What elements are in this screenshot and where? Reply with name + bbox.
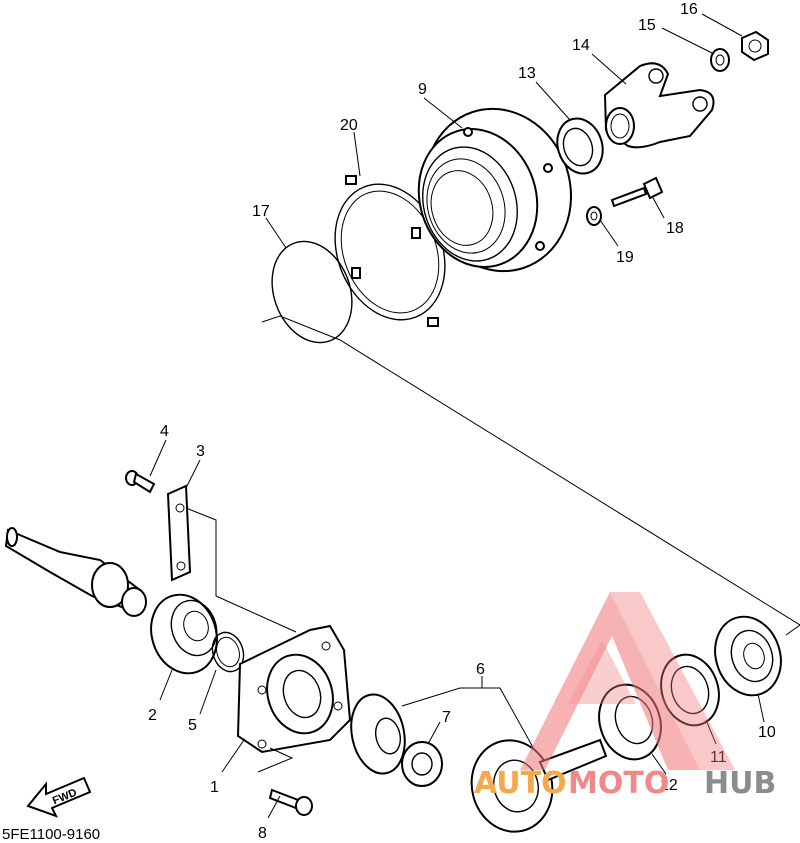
callout-12: 12 [660,777,678,794]
callout-6: 6 [476,661,485,678]
callout-numbers: 1 2 3 4 5 6 7 8 9 10 11 12 13 14 15 16 1… [148,1,776,842]
part-8-bolt [268,788,313,816]
callout-4: 4 [160,423,169,440]
part-11-spacer [660,653,720,727]
callout-3: 3 [196,443,205,460]
callout-10: 10 [758,724,776,741]
watermark-auto: AUTO [474,766,567,801]
part-15-washer [710,48,730,72]
leader-lines [149,13,765,819]
callout-7: 7 [442,709,451,726]
callout-19: 19 [616,249,634,266]
callout-1: 1 [210,779,219,796]
watermark-logo [520,592,735,770]
watermark-text: AUTO MOTO HUB [474,766,776,801]
part-17-gasket [271,240,353,344]
part-14-yoke [603,62,715,149]
guide-line-3 [185,507,297,633]
part-19-washer [586,206,602,226]
callout-16: 16 [680,1,698,18]
fwd-direction-arrow: FWD [26,776,92,818]
part-7-nut [401,741,443,787]
callout-2: 2 [148,707,157,724]
callout-14: 14 [572,37,590,54]
part-code: 5FE1100-9160 [2,826,100,843]
watermark-moto: MOTO [568,766,669,801]
callout-17: 17 [252,203,270,220]
part-18-bolt [610,176,664,208]
part-2-bearing [150,593,218,675]
part-13-seal [556,117,604,175]
callout-5: 5 [188,717,197,734]
part-3-plate [166,484,192,582]
callout-13: 13 [518,65,536,82]
part-1-bracket [236,624,352,754]
callout-18: 18 [666,220,684,237]
guide-line-8 [257,747,294,773]
watermark-hub: HUB [704,766,776,801]
part-6-bevel-gear-small [350,693,406,775]
callout-9: 9 [418,81,427,98]
callout-11: 11 [710,749,727,766]
guide-line-6 [401,687,541,761]
callout-8: 8 [258,825,267,842]
part-5-o-ring [211,631,245,673]
callout-15: 15 [638,17,656,34]
part-4-screw [125,470,156,494]
part-9-housing [417,107,573,273]
drive-shaft [4,527,147,617]
callout-20: 20 [340,117,358,134]
part-10-bearing [714,615,782,697]
part-16-nut [741,30,769,62]
assembly-guide-line [261,315,800,636]
